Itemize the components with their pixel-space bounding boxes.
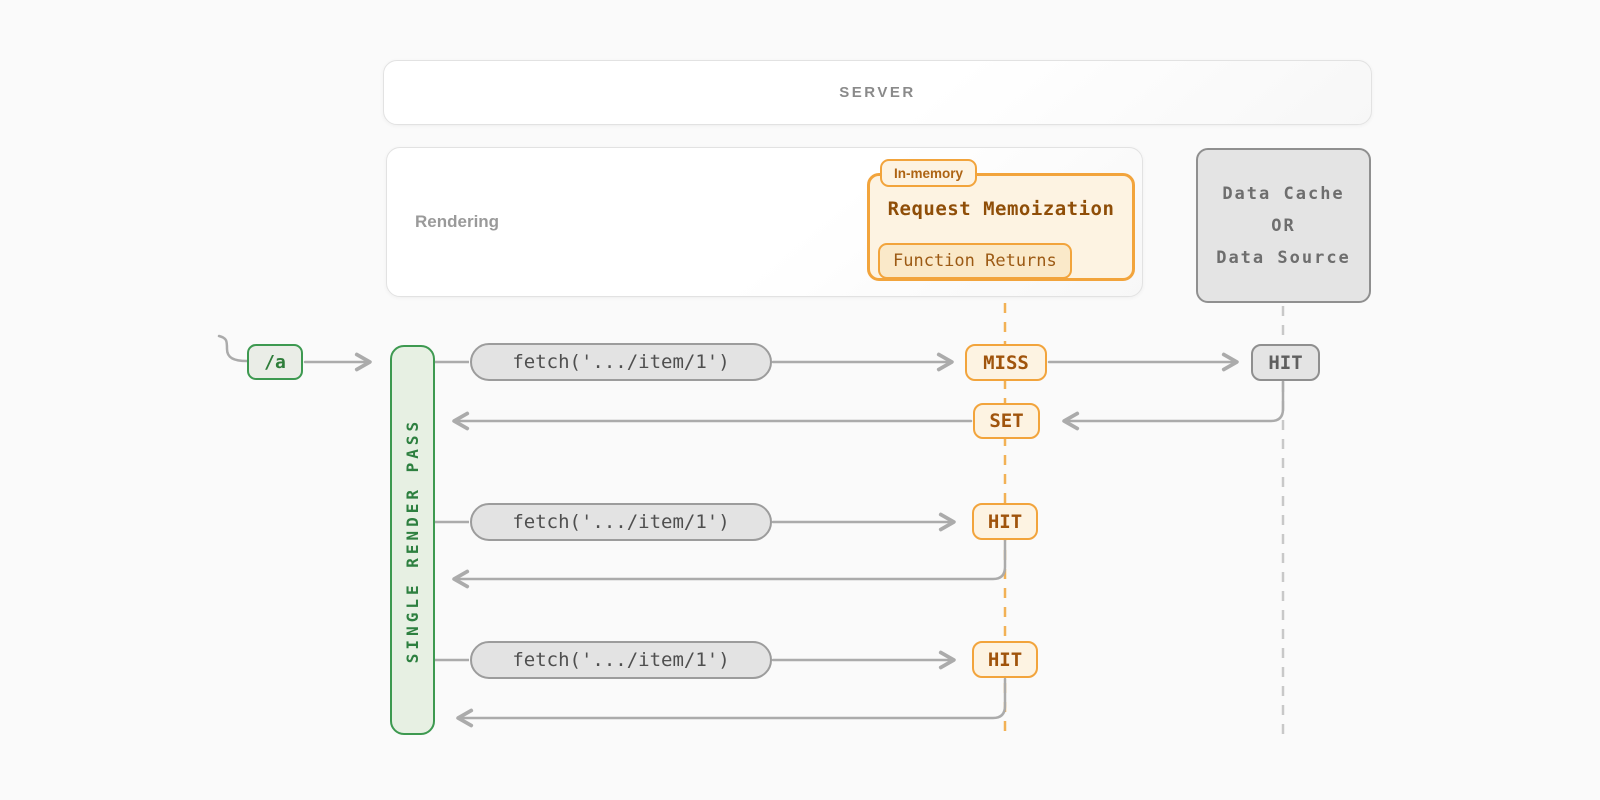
memo-miss-label: MISS (983, 351, 1029, 374)
arrow-cache-return-to-set (1062, 379, 1285, 431)
fetch-call-3: fetch('.../item/1') (470, 641, 772, 679)
memo-hit-2-label: HIT (987, 510, 1023, 533)
fetch-call-2-label: fetch('.../item/1') (512, 511, 730, 533)
request-memoization-box: Request Memoization Function Returns (867, 173, 1135, 281)
memo-set-label: SET (989, 410, 1024, 432)
data-cache-line1: Data Cache (1222, 183, 1345, 204)
fetch-call-1: fetch('.../item/1') (470, 343, 772, 381)
data-cache-box: Data Cache OR Data Source (1196, 148, 1371, 303)
cache-hit-label: HIT (1268, 351, 1303, 374)
rendering-label: Rendering (415, 212, 500, 231)
in-memory-tab: In-memory (880, 159, 978, 187)
memo-hit-3-label: HIT (987, 648, 1023, 671)
memo-hit-badge-3: HIT (972, 641, 1038, 678)
fetch-call-2: fetch('.../item/1') (470, 503, 772, 541)
route-entry-curve (217, 334, 249, 363)
arrow-hit3-return-to-bar (456, 677, 1007, 728)
arrow-hit2-return-to-bar (452, 539, 1007, 589)
request-memoization-title: Request Memoization (887, 198, 1115, 220)
memo-hit-badge-2: HIT (972, 503, 1038, 540)
fetch-call-3-label: fetch('.../item/1') (512, 649, 730, 671)
server-label: SERVER (839, 84, 916, 101)
single-render-pass-bar: SINGLE RENDER PASS (390, 345, 435, 735)
function-returns-badge: Function Returns (878, 243, 1072, 279)
cache-hit-badge: HIT (1251, 344, 1320, 381)
single-render-pass-label: SINGLE RENDER PASS (403, 417, 423, 663)
in-memory-label: In-memory (894, 165, 964, 181)
fetch-call-1-label: fetch('.../item/1') (512, 351, 730, 373)
route-label: /a (264, 351, 286, 373)
server-box: SERVER (383, 60, 1372, 125)
data-cache-line3: Data Source (1216, 247, 1351, 268)
memo-miss-badge: MISS (965, 344, 1047, 381)
data-cache-line2: OR (1271, 215, 1296, 236)
route-chip: /a (247, 344, 303, 380)
memo-set-badge: SET (973, 403, 1040, 439)
